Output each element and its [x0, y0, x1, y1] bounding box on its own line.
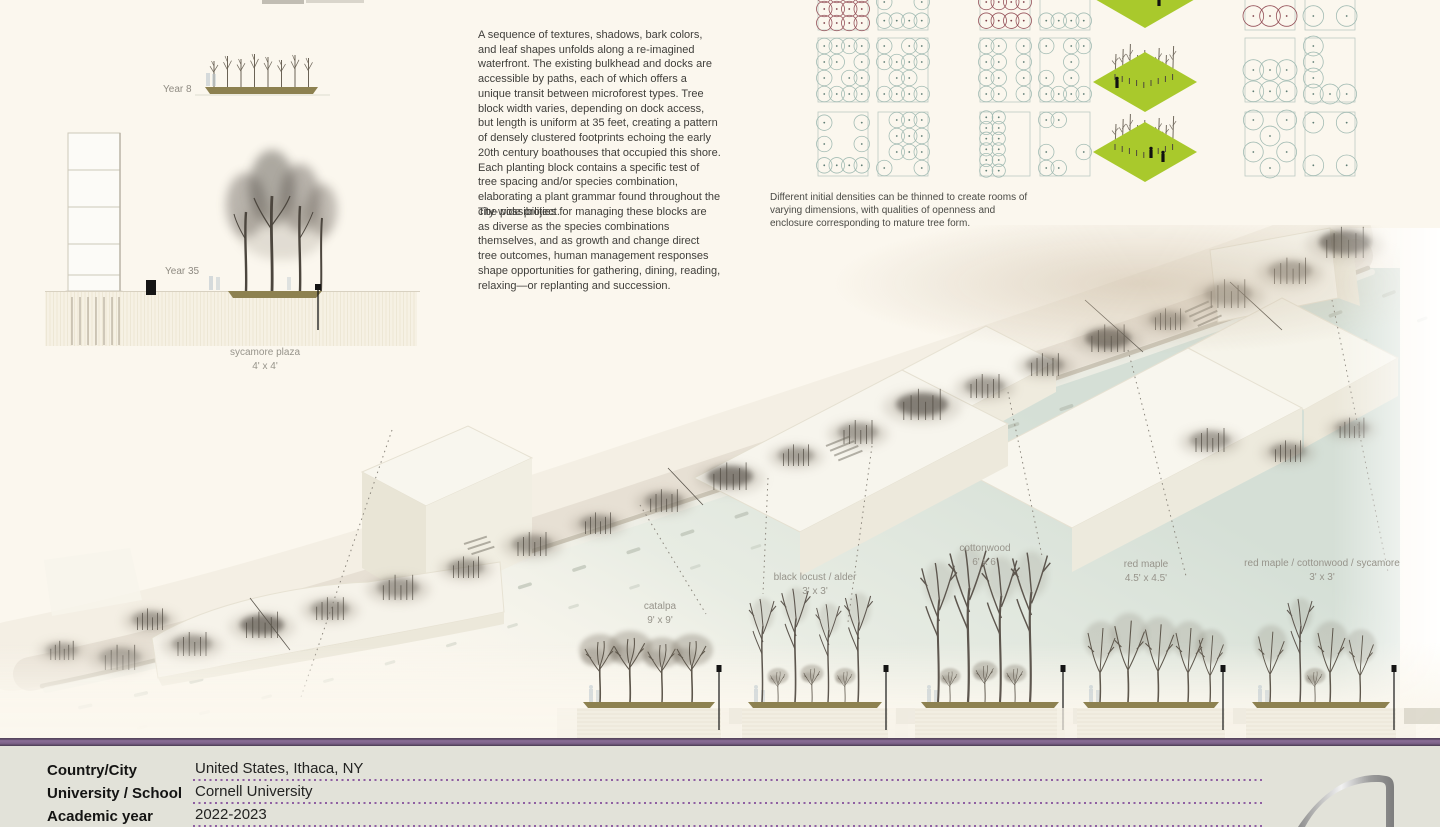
management-text: The possibilities for managing these blo…: [478, 205, 721, 307]
sycamore-plaza-label: sycamore plaza 4' x 4': [230, 347, 300, 372]
footer-value-year: 2022-2023: [195, 806, 267, 823]
green-iso-block: [1093, 113, 1197, 182]
plan-block: [978, 0, 1032, 31]
species-dims: 3' x 3': [802, 586, 828, 597]
tree-cluster: [1180, 428, 1240, 455]
footer-label-country: Country/City: [47, 762, 137, 779]
plan-block: [1242, 0, 1298, 31]
separator-bar: [0, 738, 1440, 746]
species-name: cottonwood: [959, 543, 1011, 554]
tree-cluster: [769, 444, 823, 469]
dotted-rule: [193, 779, 1263, 781]
plan-block: [816, 0, 870, 32]
species-name: black locust / alder: [773, 572, 857, 583]
species-label-black-locust-alder: black locust / alder 3' x 3': [774, 572, 857, 597]
tree-cluster: [123, 608, 177, 633]
species-name: catalpa: [643, 601, 677, 612]
tree-cluster: [695, 462, 765, 494]
diagram-caption: Different initial densities can be thinn…: [770, 192, 1028, 229]
tree-cluster: [502, 532, 562, 559]
paragraph-2: The possibilities for managing these blo…: [478, 206, 721, 292]
plan-block: [876, 111, 930, 177]
tree-cluster: [229, 611, 295, 642]
tree-cluster: [635, 489, 693, 515]
cropped-artifact: [306, 0, 364, 3]
footer-label-university: University / School: [47, 785, 183, 802]
plan-block: [1242, 37, 1298, 103]
plan-block: [1303, 35, 1357, 105]
intro-text: A sequence of textures, shadows, bark co…: [478, 28, 721, 234]
plan-block: [876, 37, 930, 103]
dotted-rule: [193, 802, 1263, 804]
green-iso-block: [1096, 0, 1194, 28]
species-name: red maple / cottonwood / sycamore: [1244, 558, 1400, 569]
plan-block: [1038, 37, 1092, 103]
planting-plan-diagrams: [816, 0, 1358, 182]
plan-block: [1243, 109, 1297, 179]
plan-block: [1302, 0, 1358, 31]
logo-swoosh: [1298, 774, 1394, 827]
year-8-label: Year 8: [163, 84, 192, 95]
plan-block: [876, 0, 930, 31]
section-drawing: [45, 53, 420, 346]
paragraph-1: A sequence of textures, shadows, bark co…: [478, 29, 721, 218]
species-label-mixed: red maple / cottonwood / sycamore 3' x 3…: [1244, 558, 1400, 583]
species-dims: 4.5' x 4.5': [1124, 573, 1168, 584]
plan-block: [979, 110, 1031, 178]
species-name: red maple: [1123, 559, 1169, 570]
tree-cluster: [366, 574, 430, 604]
anniversary-logo: 10: [1298, 774, 1394, 827]
species-label-cottonwood: cottonwood 6' x 6': [959, 543, 1010, 568]
plan-block: [816, 111, 870, 177]
tree-cluster: [571, 512, 625, 537]
year-35-label: Year 35: [165, 266, 200, 277]
species-elevation: [1057, 613, 1271, 738]
plan-block: [1038, 0, 1092, 31]
species-elevation: [1226, 598, 1440, 738]
logo-number: 10: [1314, 818, 1372, 827]
tree-cluster: [955, 374, 1015, 401]
species-dims: 6' x 6': [972, 557, 998, 568]
footer: Country/City United States, Ithaca, NY U…: [0, 746, 1440, 827]
footer-value-country: United States, Ithaca, NY: [195, 760, 364, 777]
tree-cluster: [883, 388, 961, 424]
species-dims: 3' x 3': [1309, 572, 1335, 583]
species-elevations: [557, 520, 1440, 738]
tree-cluster: [439, 556, 493, 581]
plan-block: [1302, 111, 1358, 177]
tree-cluster: [301, 597, 359, 623]
plan-block: [1038, 111, 1092, 177]
footer-value-university: Cornell University: [195, 783, 313, 800]
footer-label-year: Academic year: [47, 808, 153, 825]
species-label-red-maple: red maple 4.5' x 4.5': [1124, 559, 1168, 584]
plan-block: [816, 37, 870, 103]
species-label-catalpa: catalpa 9' x 9': [644, 601, 676, 626]
dotted-rule: [193, 825, 1263, 827]
species-dims: 9' x 9': [647, 615, 673, 626]
sycamore-plaza-name: sycamore plaza: [229, 347, 301, 358]
tree-cluster: [1261, 440, 1315, 465]
species-elevation: [895, 546, 1111, 738]
sycamore-plaza-dims: 4' x 4': [252, 361, 278, 372]
cropped-artifact: [262, 0, 304, 4]
green-iso-block: [1093, 43, 1197, 112]
tree-cluster: [1016, 353, 1074, 379]
plan-block: [978, 37, 1032, 103]
